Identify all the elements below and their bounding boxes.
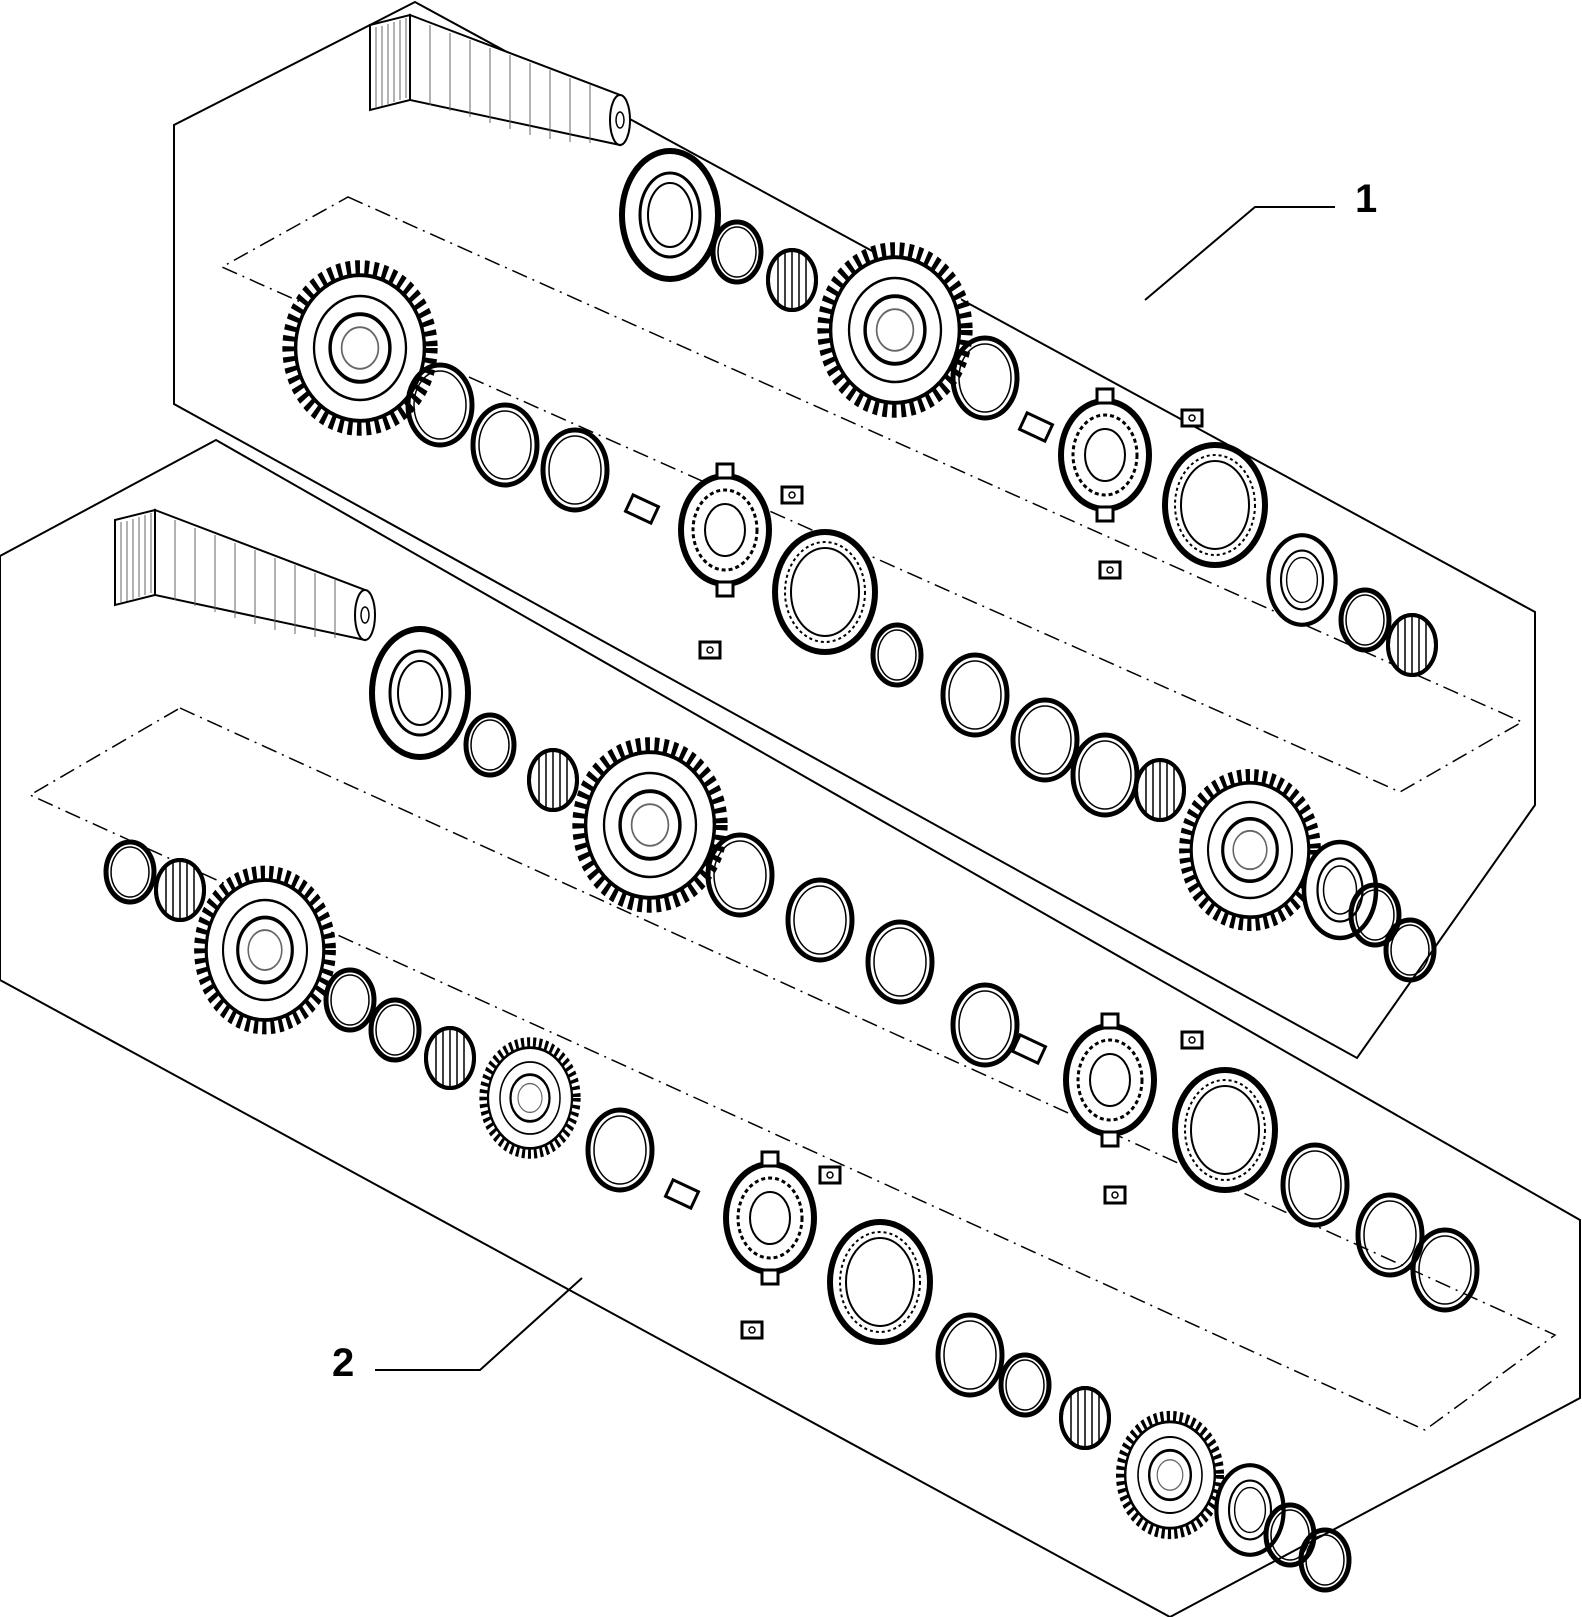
thin-ring-2h	[1301, 1530, 1349, 1590]
key-2d	[740, 1320, 764, 1340]
thin-ring-2c	[326, 970, 374, 1030]
shaft-bearing-1	[622, 151, 718, 279]
main-shaft-2	[114, 509, 376, 641]
main-shaft-1	[369, 14, 631, 146]
key-2c	[818, 1165, 842, 1185]
thin-ring-2d	[371, 1000, 419, 1060]
hub-2a	[1066, 1014, 1154, 1146]
spring-1b	[623, 492, 661, 526]
needle-bearing-1c	[1134, 758, 1186, 822]
gear-1c	[1185, 776, 1315, 925]
hub-2b	[726, 1152, 814, 1284]
key-1b	[1098, 560, 1122, 580]
needle-bearing-1	[766, 248, 818, 312]
sleeve-2b	[830, 1222, 930, 1342]
assembly-group-2: 2	[0, 438, 1581, 1617]
cone-ring-2c	[588, 1110, 652, 1190]
synchro-ring-1a	[408, 365, 472, 445]
sleeve-1a	[1165, 445, 1265, 565]
cone-ring-1b	[943, 655, 1007, 735]
spacer-1a	[1268, 535, 1335, 625]
cone-ring-2a	[868, 922, 932, 1002]
gear-2b	[200, 873, 330, 1028]
key-2b	[1103, 1185, 1127, 1205]
group-1-outline	[173, 0, 1536, 1060]
snap-ring-2f	[1001, 1355, 1049, 1415]
needle-bearing-2a	[527, 748, 579, 812]
needle-bearing-1b	[1386, 613, 1438, 677]
needle-bearing-2c	[424, 1026, 476, 1090]
thin-ring-1e	[1386, 920, 1434, 980]
group-2-dashed-boundary	[28, 707, 1557, 1431]
snap-ring-2a	[466, 715, 514, 775]
sleeve-2a	[1175, 1070, 1275, 1190]
snap-ring-1b	[1341, 590, 1389, 650]
assembly-group-1: 1	[173, 0, 1536, 1060]
thin-ring-1c	[873, 625, 921, 685]
shaft-bearing-2	[372, 629, 468, 757]
group-2-outline	[0, 438, 1581, 1617]
synchro-ring-2a	[708, 835, 772, 915]
needle-bearing-2d	[1059, 1386, 1111, 1450]
snap-ring-1	[713, 222, 761, 282]
key-2a	[1180, 1030, 1204, 1050]
gear-2c	[484, 1042, 577, 1154]
synchro-ring-1e	[1073, 735, 1137, 815]
callout-1-label: 1	[1355, 177, 1377, 221]
gear-1a	[824, 249, 967, 410]
key-1a	[1180, 408, 1204, 428]
synchro-ring-1b	[473, 405, 537, 485]
hub-1b	[681, 464, 769, 596]
gear-2d	[1120, 1416, 1219, 1534]
thin-ring-2b	[106, 842, 154, 902]
needle-bearing-2b	[154, 858, 206, 922]
lock-washer-2	[953, 985, 1017, 1065]
cone-ring-2b	[1283, 1145, 1347, 1225]
synchro-ring-2b	[788, 880, 852, 960]
key-1d	[698, 640, 722, 660]
spring-1a	[1017, 410, 1055, 444]
cone-ring-1a	[543, 430, 607, 510]
callout-1-leader	[1144, 206, 1335, 301]
hub-1a	[1061, 389, 1149, 521]
synchro-ring-1d	[1013, 700, 1077, 780]
gear-2a	[579, 744, 722, 905]
callout-2-label: 2	[332, 1341, 354, 1385]
spring-2a	[1010, 1032, 1048, 1066]
group-1-dashed-boundary	[220, 196, 1524, 793]
spring-2b	[663, 1177, 701, 1211]
sleeve-1b	[775, 532, 875, 652]
callout-2-leader	[375, 1277, 583, 1371]
synchro-ring-2d	[1413, 1230, 1477, 1310]
key-1c	[780, 485, 804, 505]
thin-ring-2e	[938, 1315, 1002, 1395]
synchro-ring-1c	[953, 338, 1017, 418]
